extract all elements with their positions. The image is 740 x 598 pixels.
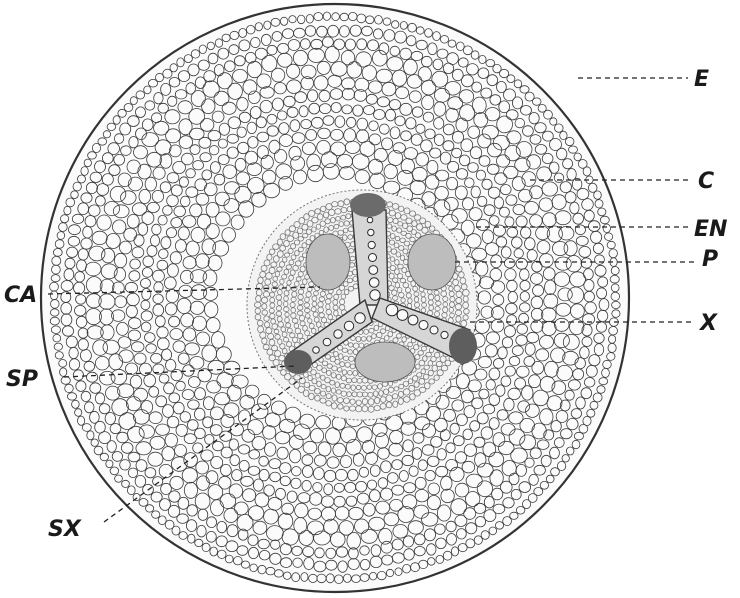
xylem-vessel [367,217,373,223]
xylem-vessel [386,304,398,316]
xylem-vessel [408,315,418,325]
protoxylem-right [449,328,477,364]
protoxylem-top [350,193,386,217]
label-CA: CA [4,283,37,308]
xylem-vessel [368,229,374,235]
xylem-vessel [369,254,377,262]
xylem-vessel [334,330,342,338]
protoxylem-left [284,350,312,374]
xylem-vessel [323,338,331,346]
label-C: C [698,169,714,194]
xylem-vessel [368,241,375,248]
label-X: X [698,311,718,336]
xylem-vessel [370,290,380,300]
xylem-vessel [441,331,448,338]
xylem-vessel [397,310,408,321]
xylem-vessel [430,326,438,334]
xylem-vessel [419,321,428,330]
label-P: P [702,247,718,272]
xylem-vessel [355,313,365,323]
xylem-vessel [344,321,353,330]
phloem-patch-left [306,234,350,290]
label-EN: EN [694,217,727,242]
xylem-vessel [369,278,379,288]
phloem-patch-bottom [355,342,415,382]
label-E: E [694,67,709,92]
xylem-vessel [369,266,378,275]
label-SP: SP [6,367,38,392]
phloem-patch-right [408,234,456,290]
xylem-vessel [313,347,320,354]
label-SX: SX [48,517,82,542]
